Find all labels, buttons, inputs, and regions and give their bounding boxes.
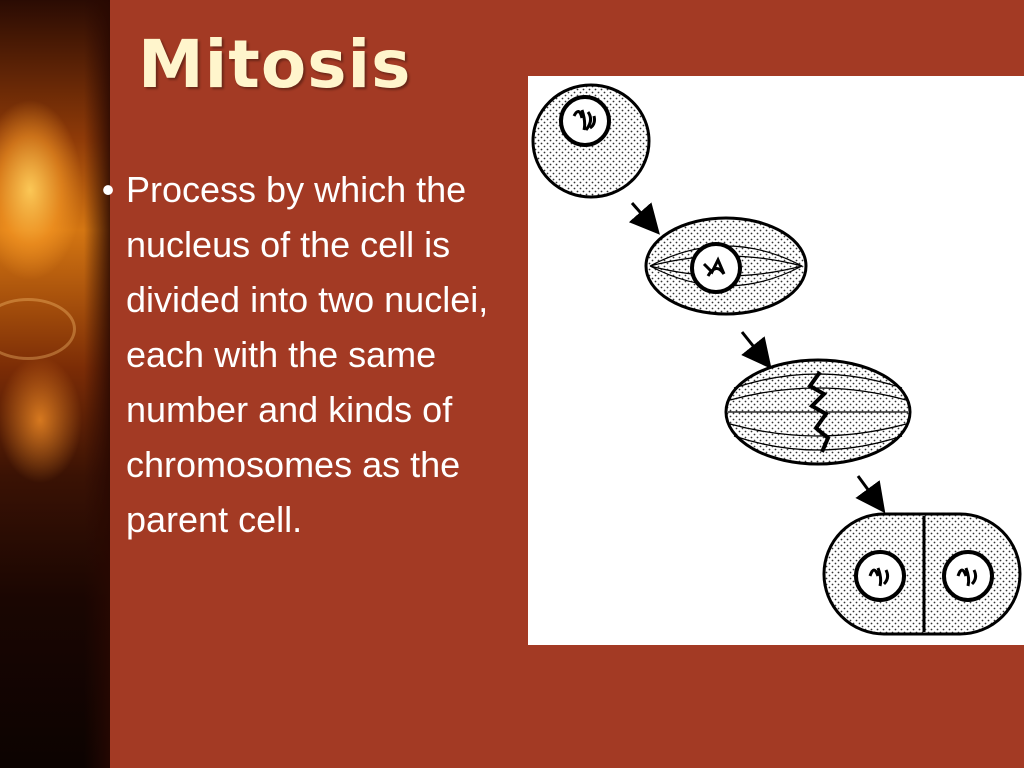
side-photo-decoration <box>0 0 110 768</box>
mitosis-diagram <box>528 76 1024 645</box>
slide-title: Mitosis <box>138 26 412 103</box>
arrow-down-right-icon <box>628 202 660 235</box>
telophase-daughter-cells <box>822 512 1022 636</box>
arrow-down-right-icon <box>740 331 772 370</box>
interphase-cell <box>531 83 651 199</box>
nucleus-icon <box>854 550 906 602</box>
metaphase-cell <box>724 358 912 466</box>
glass-rim-decoration <box>0 298 76 360</box>
nucleus-icon <box>690 242 742 294</box>
bullet-dot-icon: • <box>101 169 115 210</box>
nucleus-icon <box>559 95 611 147</box>
chromosomes-icon <box>807 370 831 453</box>
nucleus-icon <box>942 550 994 602</box>
prophase-cell <box>644 216 808 316</box>
bullet-item: • Process by which the nucleus of the ce… <box>90 162 510 547</box>
bullet-text: Process by which the nucleus of the cell… <box>126 169 489 540</box>
arrow-down-right-icon <box>855 475 886 514</box>
